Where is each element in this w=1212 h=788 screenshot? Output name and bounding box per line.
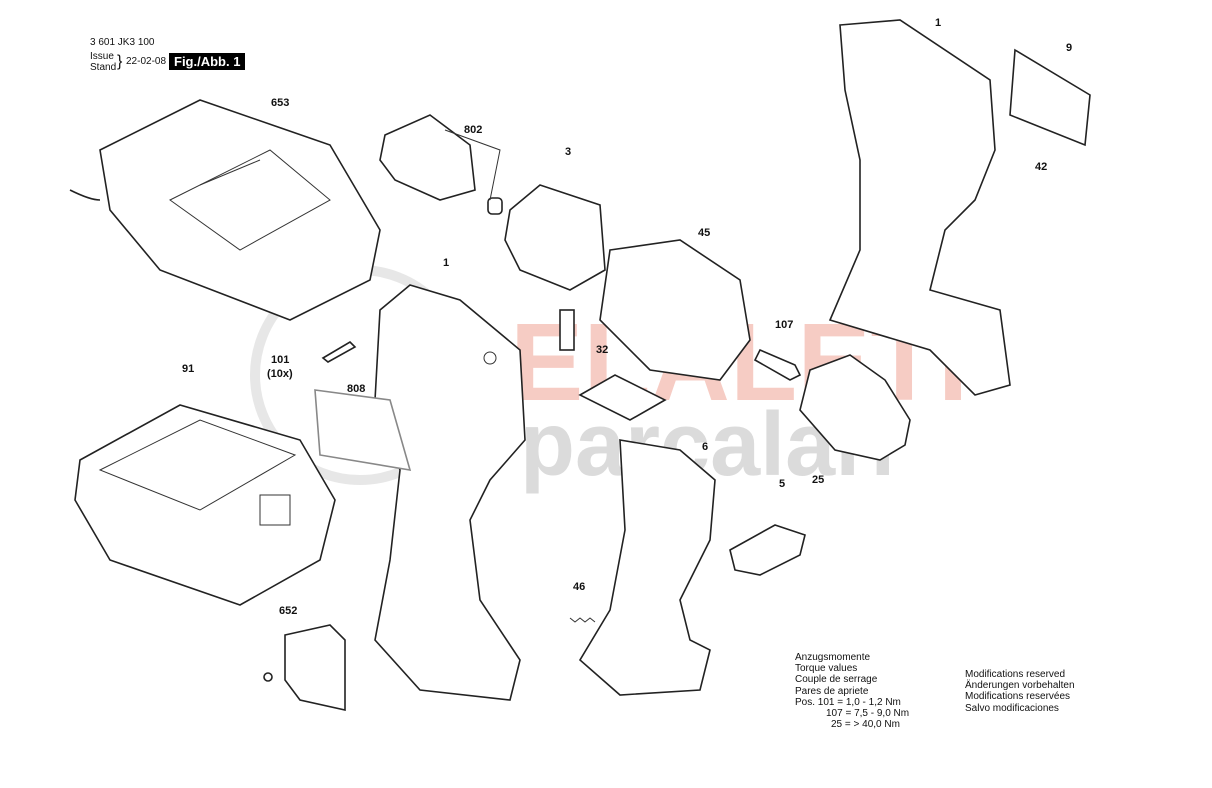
torque-line: Torque values	[795, 663, 858, 675]
motor-part-802	[379, 114, 503, 215]
torque-line: Couple de serrage	[795, 674, 878, 686]
switch-lead	[559, 309, 575, 351]
callout-25: 25	[812, 474, 824, 486]
switch-part-6	[578, 439, 716, 696]
screw-part-101	[321, 340, 357, 363]
callout-107: 107	[775, 319, 793, 331]
clutch-part-45	[599, 239, 751, 381]
screw-652	[263, 672, 273, 682]
modification-line: Änderungen vorbehalten	[965, 680, 1075, 692]
part-808	[314, 389, 412, 471]
modifications-note: Modifications reserved Änderungen vorbeh…	[965, 669, 1075, 714]
callout-101: 101	[271, 354, 289, 366]
battery-part-91	[74, 404, 336, 606]
callout-1-left: 1	[443, 257, 449, 269]
part-number: 3 601 JK3 100	[90, 37, 155, 48]
callout-9: 9	[1066, 42, 1072, 54]
callout-3: 3	[565, 146, 571, 158]
callout-5: 5	[779, 478, 785, 490]
callout-653: 653	[271, 97, 289, 109]
housing-left-part-1	[374, 284, 526, 701]
label-part-9	[1009, 48, 1091, 147]
chuck-part-25	[799, 354, 911, 461]
part-652	[284, 624, 346, 711]
callout-46: 46	[573, 581, 585, 593]
issue-label: Issue	[90, 51, 114, 62]
spring-part-46	[569, 617, 596, 623]
callout-10x: (10x)	[267, 368, 293, 380]
torque-pos-101: Pos. 101 = 1,0 - 1,2 Nm	[795, 696, 901, 708]
housing-right-part-1	[828, 19, 1011, 396]
torque-line: Anzugsmomente	[795, 652, 871, 663]
callout-42: 42	[1035, 161, 1047, 173]
torque-line: Pares de apriete	[795, 685, 869, 697]
gearbox-part-3	[504, 184, 606, 291]
callout-91: 91	[182, 363, 194, 375]
callout-652: 652	[279, 605, 297, 617]
stand-label: Stand	[90, 62, 117, 73]
issue-date: 22-02-08	[126, 56, 167, 67]
charger-part-653	[69, 99, 381, 321]
part-32	[578, 374, 667, 421]
callout-32: 32	[596, 344, 608, 356]
torque-pos-107: 107 = 7,5 - 9,0 Nm	[826, 708, 910, 720]
callout-1-right: 1	[935, 17, 941, 29]
figure-label: Fig./Abb. 1	[169, 53, 246, 70]
callout-45: 45	[698, 227, 710, 239]
callout-802: 802	[464, 124, 482, 136]
part-5	[729, 524, 806, 576]
screw-part-107	[753, 348, 802, 381]
modification-line: Modifications reserved	[965, 669, 1066, 680]
callout-6: 6	[702, 441, 708, 453]
brace: }	[117, 53, 123, 70]
callout-808: 808	[347, 383, 365, 395]
modification-line: Salvo modificaciones	[965, 702, 1059, 714]
torque-values: Anzugsmomente Torque values Couple de se…	[795, 652, 909, 730]
torque-pos-25: 25 = > 40,0 Nm	[831, 719, 900, 731]
modification-line: Modifications reservées	[965, 691, 1071, 703]
